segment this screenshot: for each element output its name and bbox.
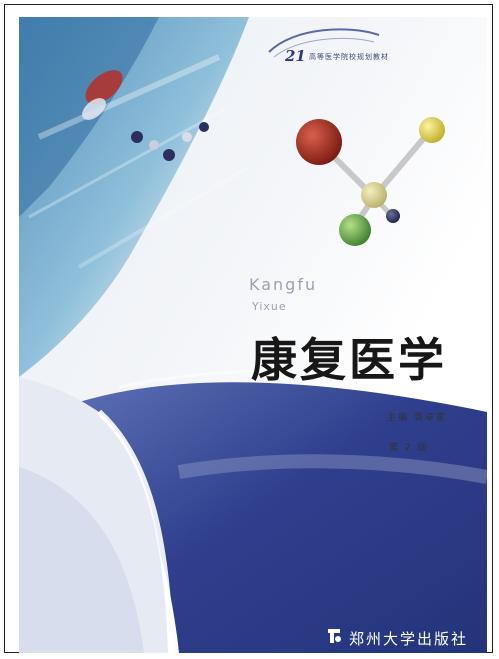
editor-line: 主编 郭卓家 — [387, 413, 447, 423]
molecule-illustration — [296, 117, 445, 246]
title-pinyin-line-1: Kangfu — [249, 275, 318, 294]
edition-line: 第 2 版 — [389, 443, 429, 453]
book-title: 康复医学 — [251, 333, 447, 387]
cover-artwork — [19, 17, 487, 653]
series-number: 21 — [285, 47, 306, 65]
title-pinyin-line-2: Yixue — [252, 300, 287, 313]
publisher-logo-icon — [328, 629, 341, 643]
book-cover: 21 高等医学院校规划教材 Kangfu Yixue 康复医学 主编 郭卓家 第… — [19, 17, 487, 653]
cover-frame: 21 高等医学院校规划教材 Kangfu Yixue 康复医学 主编 郭卓家 第… — [4, 4, 493, 653]
publisher-name: 郑州大学出版社 — [349, 630, 469, 648]
series-name: 高等医学院校规划教材 — [309, 53, 389, 61]
